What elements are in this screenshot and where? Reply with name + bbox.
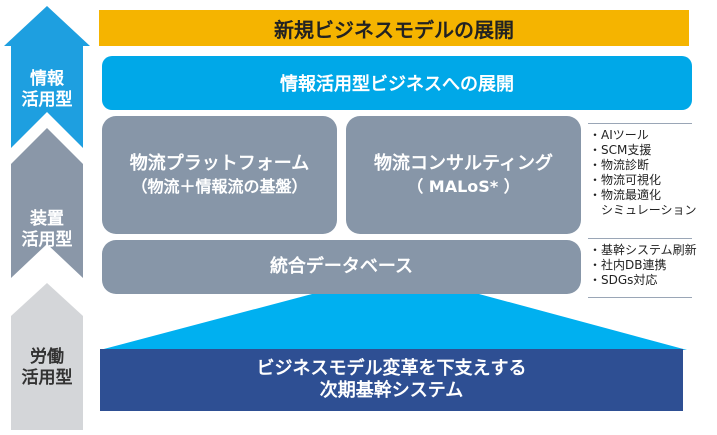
arrow-top-segment	[4, 6, 90, 148]
note-item: ・AIツール	[589, 128, 649, 142]
consulting-title: 物流コンサルティング	[374, 153, 553, 174]
notes-bottom-divider	[588, 297, 692, 298]
note-item: ・社内DB連携	[589, 258, 667, 272]
note-item: ・SCM支援	[589, 143, 652, 157]
platform-subtitle: （物流＋情報流の基盤）	[131, 177, 308, 196]
side-label-device-line2: 活用型	[21, 230, 73, 250]
consulting-box: 物流コンサルティング （ MALoS* ）	[346, 116, 581, 234]
side-label-labor-line2: 活用型	[21, 368, 73, 388]
database-notes: ・基幹システム刷新 ・社内DB連携 ・SDGs対応	[589, 243, 697, 288]
note-item: シミュレーション	[589, 203, 697, 217]
consulting-subtitle: （ MALoS* ）	[407, 177, 520, 196]
note-item: ・物流診断	[589, 158, 650, 172]
note-item: ・物流可視化	[589, 173, 662, 187]
side-label-info-line2: 活用型	[21, 90, 73, 110]
database-box: 統合データベース	[102, 240, 581, 294]
platform-box: 物流プラットフォーム （物流＋情報流の基盤）	[102, 116, 337, 234]
platform-title: 物流プラットフォーム	[129, 153, 310, 174]
side-label-device: 装置 活用型	[0, 209, 94, 251]
database-label: 統合データベース	[269, 256, 414, 277]
side-label-labor-line1: 労働	[30, 347, 64, 367]
side-label-info: 情報 活用型	[0, 69, 94, 111]
new-business-banner: 新規ビジネスモデルの展開	[99, 10, 689, 46]
foundation-line1: ビジネスモデル変革を下支えする	[256, 358, 527, 379]
side-label-info-line1: 情報	[30, 69, 64, 89]
foundation-line2: 次期基幹システム	[319, 380, 464, 401]
info-business-box: 情報活用型ビジネスへの展開	[102, 56, 692, 110]
side-label-device-line1: 装置	[30, 209, 64, 229]
stacked-arrow	[4, 6, 90, 430]
note-item: ・SDGs対応	[589, 273, 658, 287]
arrow-middle-segment	[11, 128, 83, 278]
note-item: ・基幹システム刷新	[589, 243, 697, 257]
note-item: ・物流最適化	[589, 188, 662, 202]
foundation-box: ビジネスモデル変革を下支えする 次期基幹システム	[100, 349, 683, 411]
side-label-labor: 労働 活用型	[0, 347, 94, 389]
notes-middle-divider	[588, 238, 692, 239]
notes-top-divider	[588, 123, 692, 124]
arrow-bottom-segment	[11, 283, 83, 430]
consulting-notes: ・AIツール ・SCM支援 ・物流診断 ・物流可視化 ・物流最適化 シミュレーシ…	[589, 128, 697, 218]
foundation-trapezoid	[100, 294, 687, 350]
